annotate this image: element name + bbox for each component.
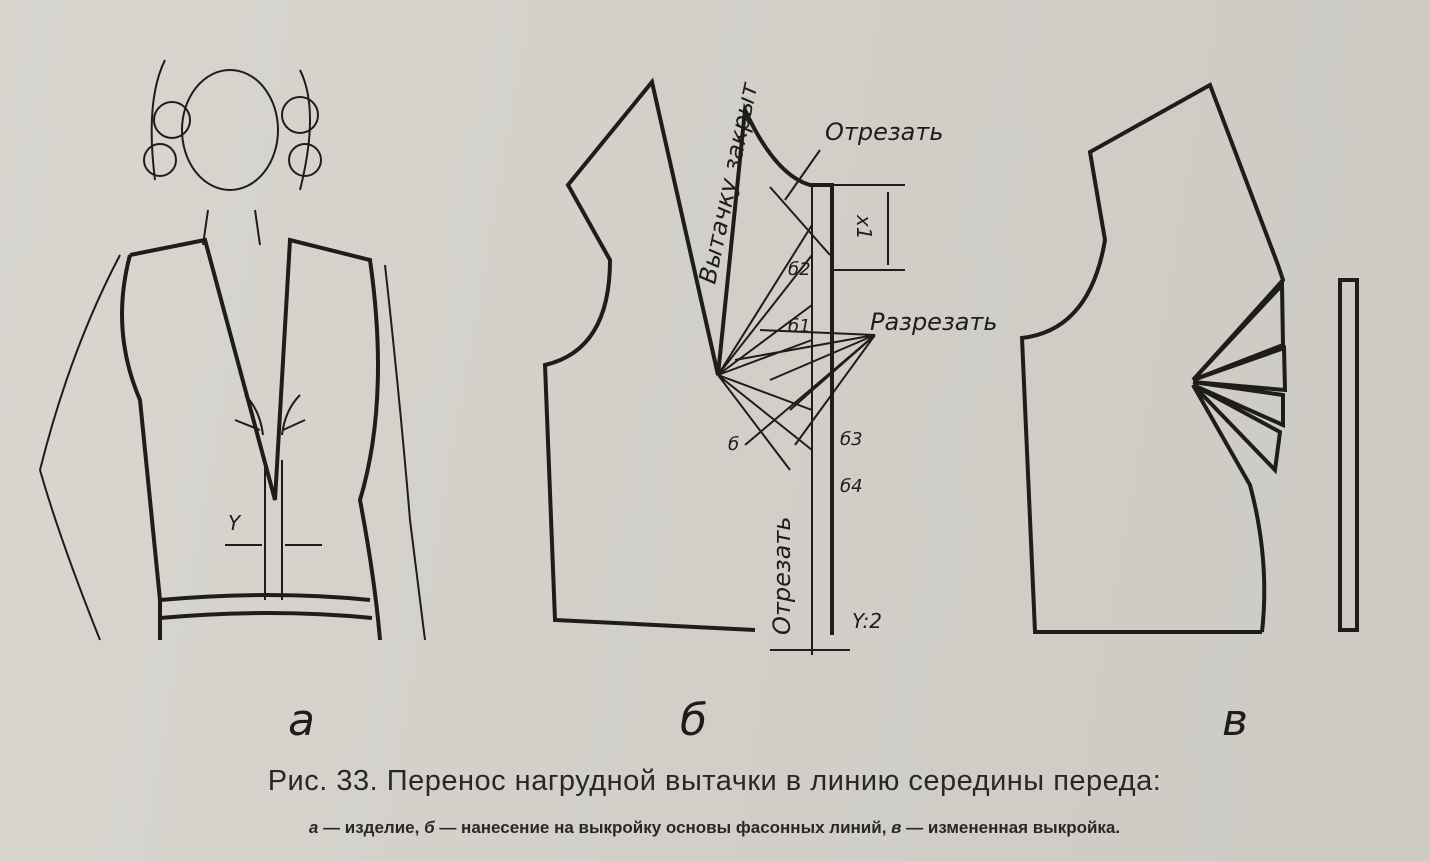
head-outline <box>181 69 279 191</box>
cut-off-label-bottom: Отрезать <box>768 517 796 635</box>
point-b2: б2 <box>788 259 811 280</box>
panel-a-illustration: Y а <box>38 59 426 746</box>
slash-pointers <box>734 329 876 446</box>
panel-c-letter: в <box>1222 695 1248 746</box>
modified-pattern-outline <box>1019 82 1288 634</box>
cut-off-label-top: Отрезать <box>825 118 943 146</box>
point-b: б <box>728 434 739 455</box>
center-front-strip <box>1338 278 1359 632</box>
base-pattern-outline <box>542 77 834 635</box>
caption-legend: а — изделие, б — нанесение на выкройку о… <box>308 818 1121 837</box>
panel-c-pattern: в <box>1019 82 1359 746</box>
y-label: Y <box>228 511 242 535</box>
half-y-label: Y:2 <box>852 609 882 633</box>
panel-b-letter: б <box>680 695 707 746</box>
waistband <box>159 593 373 620</box>
slash-label: Разрезать <box>870 308 998 336</box>
panel-a-letter: а <box>288 695 315 746</box>
slash-lines <box>717 224 813 471</box>
panel-b-pattern: Отрезать Разрезать Вытачку закрыт Отреза… <box>542 77 998 746</box>
x1-label: x1 <box>852 214 876 240</box>
caption-title: Рис. 33. Перенос нагрудной вытачки в лин… <box>267 765 1162 797</box>
vest-outline <box>129 237 382 641</box>
point-b4: б4 <box>840 476 863 497</box>
hair-braids <box>150 59 311 191</box>
point-b1: б1 <box>788 316 811 337</box>
point-b3: б3 <box>840 429 863 450</box>
